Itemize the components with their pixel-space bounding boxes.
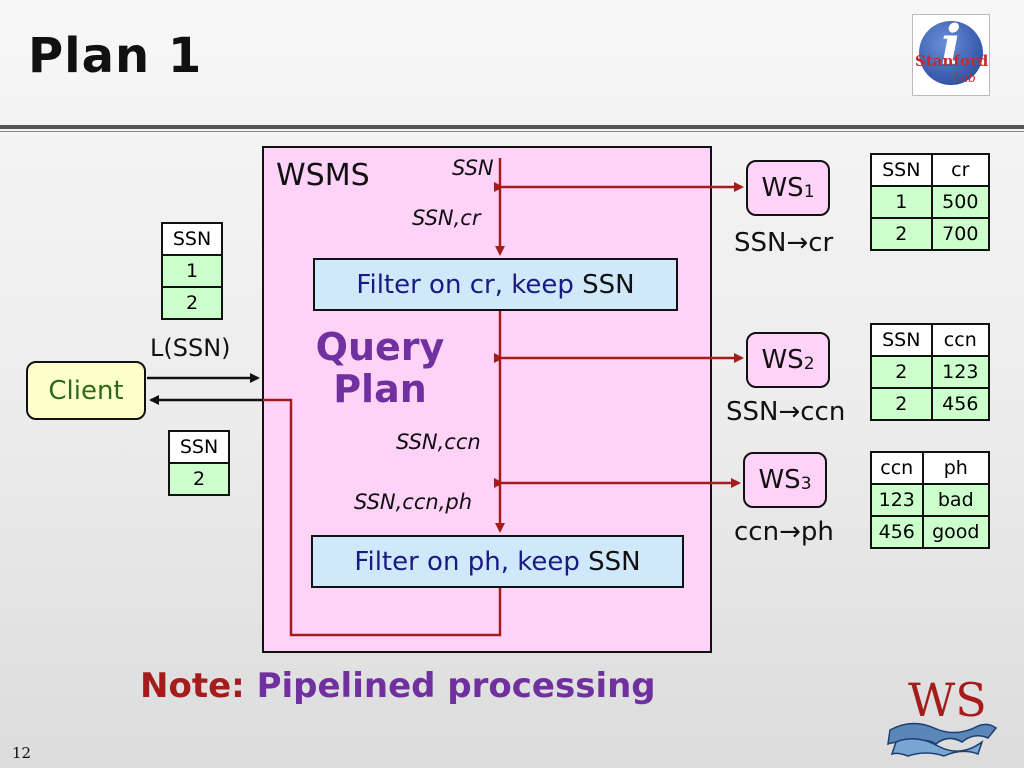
label-ssn-ccn-ph: SSN,ccn,ph <box>354 490 473 514</box>
table-cell: 500 <box>930 185 991 219</box>
output-return-line <box>263 398 502 637</box>
client-input-table: SSN 1 2 <box>161 222 223 320</box>
table-cell: 2 <box>168 462 230 496</box>
title-divider <box>0 125 1024 129</box>
table-header: SSN <box>870 153 933 187</box>
filter-ph-text: Filter on ph, keep <box>354 546 589 577</box>
note-value: Pipelined processing <box>256 666 656 706</box>
table-cell: 123 <box>870 483 924 517</box>
label-ssn-cr: SSN,cr <box>412 206 481 230</box>
table-header: ccn <box>870 451 924 485</box>
filter-ph-box: Filter on ph, keep SSN <box>311 535 684 588</box>
filter-ph-key: SSN <box>588 546 641 577</box>
table-cell: bad <box>921 483 991 517</box>
query-plan-line2: Plan <box>333 367 427 411</box>
ws2-subscript: 2 <box>803 354 815 374</box>
label-ssn-ccn: SSN,ccn <box>396 430 481 454</box>
table-cell: 456 <box>870 515 924 549</box>
ws2-mapping: SSN→ccn <box>726 397 846 427</box>
table-header: ccn <box>930 323 991 357</box>
client-input-label: L(SSN) <box>150 334 231 362</box>
wsms-logo: WS <box>887 673 998 757</box>
filter-cr-key: SSN <box>582 269 635 300</box>
query-plan-label: Query Plan <box>300 326 460 410</box>
client-output-table: SSN 2 <box>168 430 230 496</box>
table-header: SSN <box>870 323 933 357</box>
table-header: ph <box>921 451 991 485</box>
logo-lab-text: Lab <box>953 71 976 85</box>
ws1-mapping: SSN→cr <box>734 228 834 258</box>
ws3-name: WS <box>758 465 801 495</box>
ws3-mapping: ccn→ph <box>734 517 834 547</box>
table-cell: 2 <box>870 355 933 389</box>
ws2-name: WS <box>761 345 804 375</box>
table-cell: 700 <box>930 217 991 251</box>
note-text: Note: Pipelined processing <box>140 666 656 706</box>
ws3-subscript: 3 <box>800 474 812 494</box>
label-ssn: SSN <box>452 156 494 180</box>
title-divider-thin <box>0 131 1024 132</box>
page-title: Plan 1 <box>28 28 203 84</box>
wsms-logo-text: WS <box>908 673 987 727</box>
table-cell: 1 <box>870 185 933 219</box>
wsms-label: WSMS <box>276 158 370 193</box>
logo-circle <box>919 21 983 85</box>
table-header: cr <box>930 153 991 187</box>
page-number: 12 <box>12 744 32 762</box>
note-key: Note: <box>140 666 245 706</box>
table-cell: good <box>921 515 991 549</box>
table-cell: 2 <box>161 286 223 320</box>
table-cell: 2 <box>870 217 933 251</box>
logo-stanford-text: Stanford <box>915 52 989 70</box>
table-cell: 123 <box>930 355 991 389</box>
ws1-subscript: 1 <box>803 182 815 202</box>
stanford-infolab-logo: i Stanford Lab <box>912 13 990 96</box>
table-header: SSN <box>168 430 230 464</box>
logo-i-letter: i <box>940 13 962 77</box>
table-cell: 456 <box>930 387 991 421</box>
ws1-name: WS <box>761 173 804 203</box>
table-cell: 2 <box>870 387 933 421</box>
client-box: Client <box>26 361 146 420</box>
table-header: SSN <box>161 222 223 256</box>
filter-cr-text: Filter on cr, keep <box>356 269 583 300</box>
table-cell: 1 <box>161 254 223 288</box>
query-plan-line1: Query <box>315 325 445 369</box>
filter-cr-box: Filter on cr, keep SSN <box>313 258 678 311</box>
